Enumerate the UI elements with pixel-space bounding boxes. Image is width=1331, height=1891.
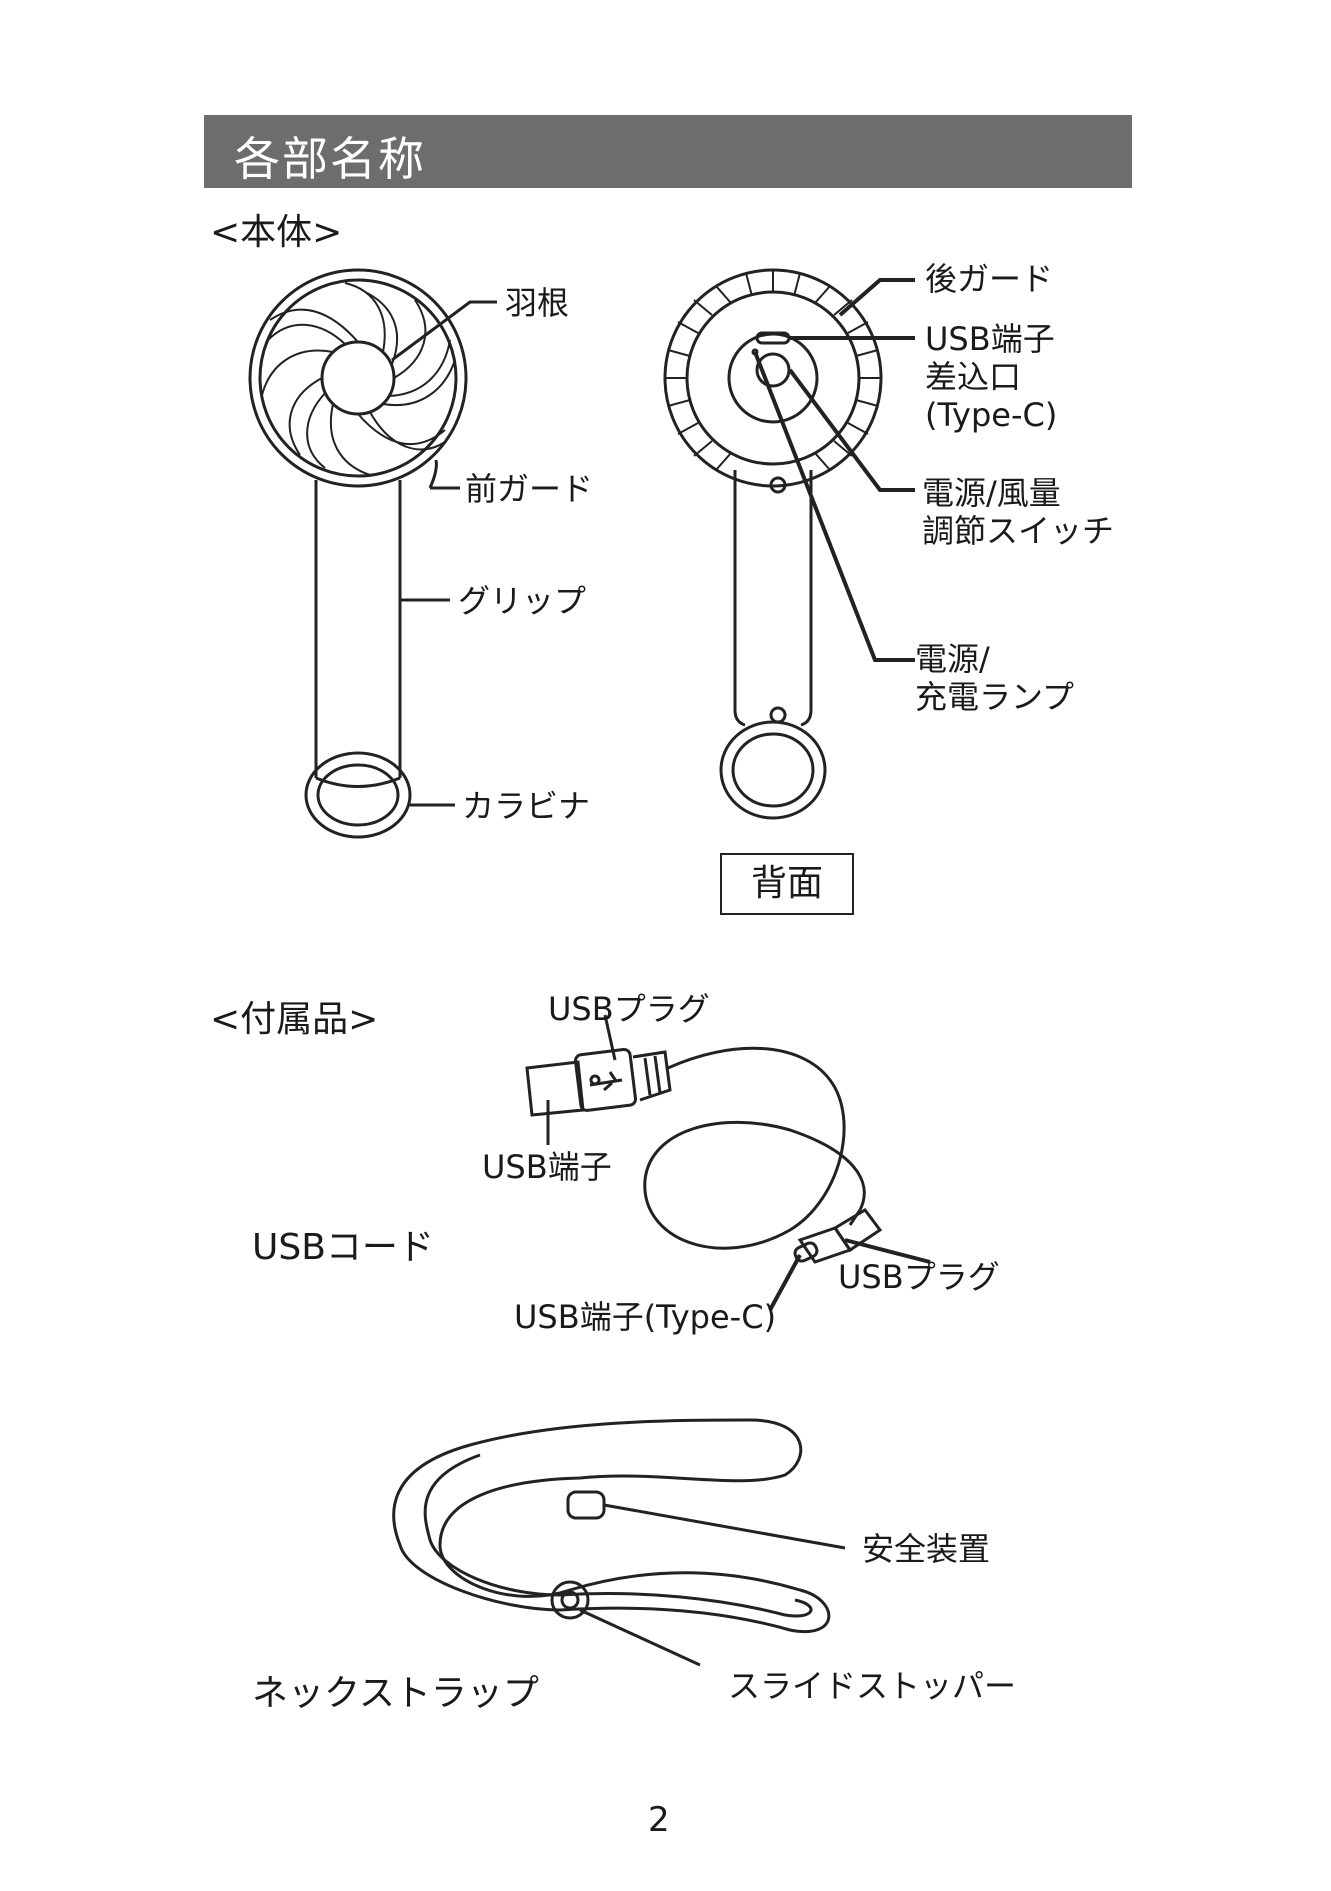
- label-usb-port-1: USB端子: [925, 320, 1055, 358]
- label-blade: 羽根: [505, 284, 569, 322]
- label-usb-terminal: USB端子: [482, 1148, 612, 1186]
- label-safety: 安全装置: [862, 1530, 990, 1568]
- label-switch-1: 電源/風量: [922, 474, 1061, 512]
- front-fan-drawing: [250, 270, 497, 837]
- label-front-guard: 前ガード: [465, 470, 593, 508]
- page-number: 2: [648, 1800, 670, 1840]
- label-carabiner: カラビナ: [462, 787, 590, 825]
- label-slide-stopper: スライドストッパー: [728, 1667, 1016, 1705]
- label-usb-plug-bottom: USBプラグ: [838, 1258, 1000, 1296]
- neck-strap-drawing: [394, 1420, 845, 1665]
- back-fan-drawing: [665, 270, 915, 818]
- back-caption: 背面: [720, 853, 854, 915]
- label-usb-plug-top: USBプラグ: [548, 990, 710, 1028]
- label-switch-2: 調節スイッチ: [922, 512, 1114, 550]
- label-usb-port-3: (Type-C): [925, 396, 1057, 434]
- label-grip: グリップ: [458, 582, 586, 620]
- label-rear-guard: 後ガード: [925, 260, 1053, 298]
- label-lamp-1: 電源/: [915, 640, 990, 678]
- label-lamp-2: 充電ランプ: [915, 678, 1074, 716]
- label-usb-port-2: 差込口: [925, 358, 1021, 396]
- label-usb-terminal-typec: USB端子(Type-C): [514, 1298, 776, 1336]
- label-neck-strap: ネックストラップ: [252, 1664, 539, 1716]
- label-usb-cord: USBコード: [252, 1218, 434, 1270]
